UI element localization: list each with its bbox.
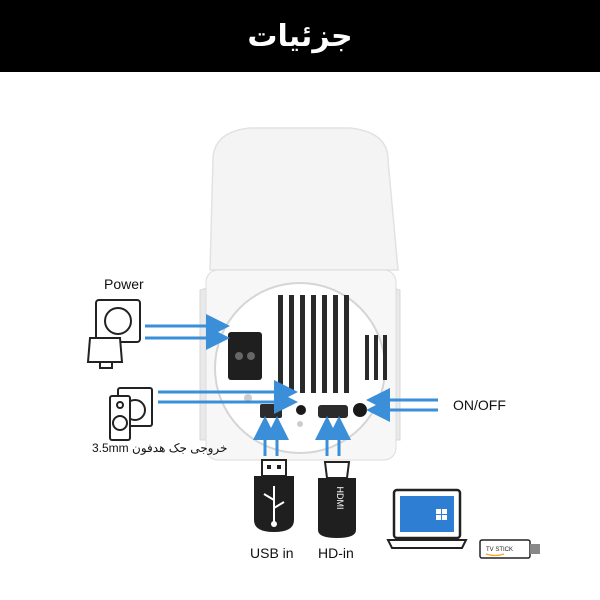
vent-grille [278, 295, 387, 393]
hdmi-port [318, 405, 348, 418]
windows-logo-icon [436, 509, 447, 520]
power-label: Power [104, 276, 144, 292]
on-off-label: ON/OFF [453, 397, 506, 413]
page-title: جزئیات [247, 18, 353, 54]
usb-plug-icon [254, 459, 294, 532]
usb-in-label: USB in [250, 545, 294, 561]
power-button [353, 403, 367, 417]
audio-output-label: 3.5mm خروجی جک هدفون [92, 441, 228, 455]
power-inlet-port [228, 332, 262, 380]
connection-arrows [145, 314, 438, 456]
hdmi-plug-icon: HDMI [318, 461, 356, 538]
hd-in-label: HD-in [318, 545, 354, 561]
power-plug-icon [86, 299, 141, 369]
laptop-icon [386, 488, 468, 549]
hdmi-cable-label: HDMI [335, 487, 345, 510]
usb-port [260, 404, 282, 418]
audio-jack-port [296, 405, 306, 415]
tv-stick-label: TV STICK [486, 547, 513, 553]
speaker-icon [109, 387, 153, 441]
projector-ports-diagram: HDMI TV STICK [86, 127, 540, 559]
header-bar: جزئیات [0, 0, 600, 72]
tv-stick-icon: TV STICK [479, 539, 540, 559]
